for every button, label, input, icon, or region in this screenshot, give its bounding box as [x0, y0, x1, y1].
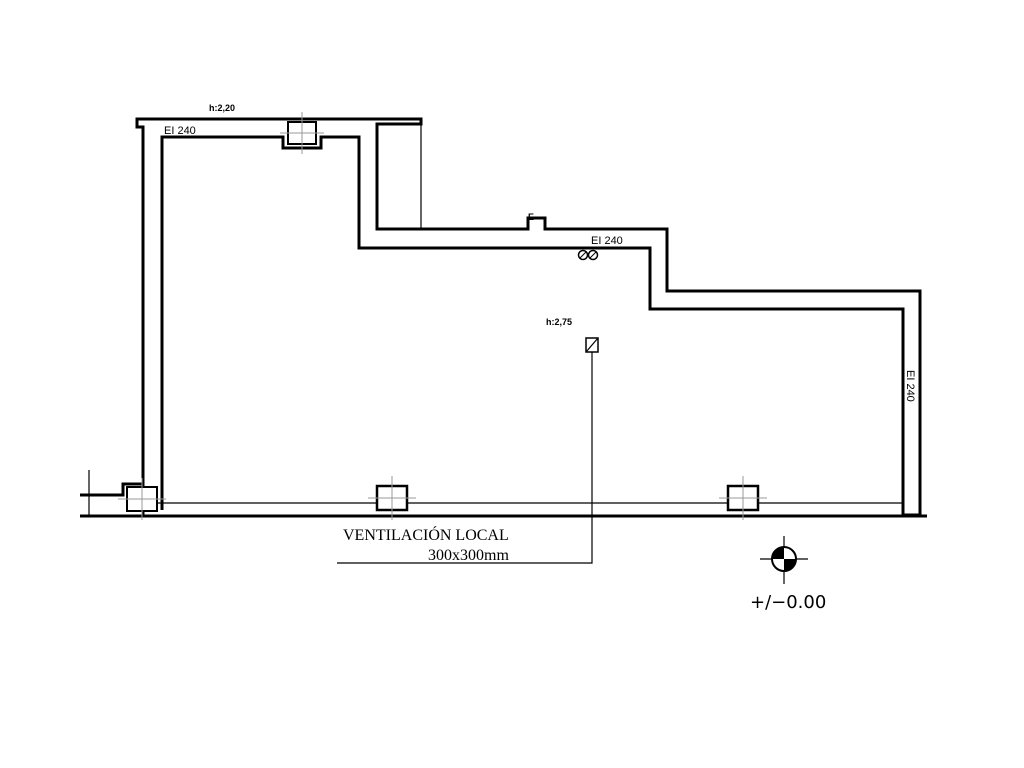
- callout-dimensions: 300x300mm: [428, 547, 509, 564]
- height-label-center: h:2,75: [546, 317, 572, 327]
- pipe-symbols: [577, 249, 599, 261]
- callout-title: VENTILACIÓN LOCAL: [343, 525, 509, 544]
- small-mark-label: E: [528, 212, 534, 222]
- inner-wall: [160, 135, 905, 516]
- column-top: [280, 112, 324, 154]
- fire-rating-label-center: EI 240: [591, 235, 623, 247]
- column-bottom-left: [118, 478, 166, 520]
- height-label-top: h:2,20: [209, 103, 235, 113]
- fire-rating-label-top-left: EI 240: [164, 125, 196, 137]
- left-step-wall: [80, 482, 143, 497]
- level-marker-icon: [760, 536, 808, 584]
- fire-rating-label-right: EI 240: [904, 370, 916, 402]
- outer-wall: [135, 117, 922, 516]
- callout-leader-line: [337, 352, 593, 564]
- ventilation-duct-icon: [585, 337, 599, 353]
- column-bottom-middle: [368, 476, 416, 520]
- column-bottom-right: [719, 476, 767, 520]
- level-label: +/−0.00: [750, 592, 826, 613]
